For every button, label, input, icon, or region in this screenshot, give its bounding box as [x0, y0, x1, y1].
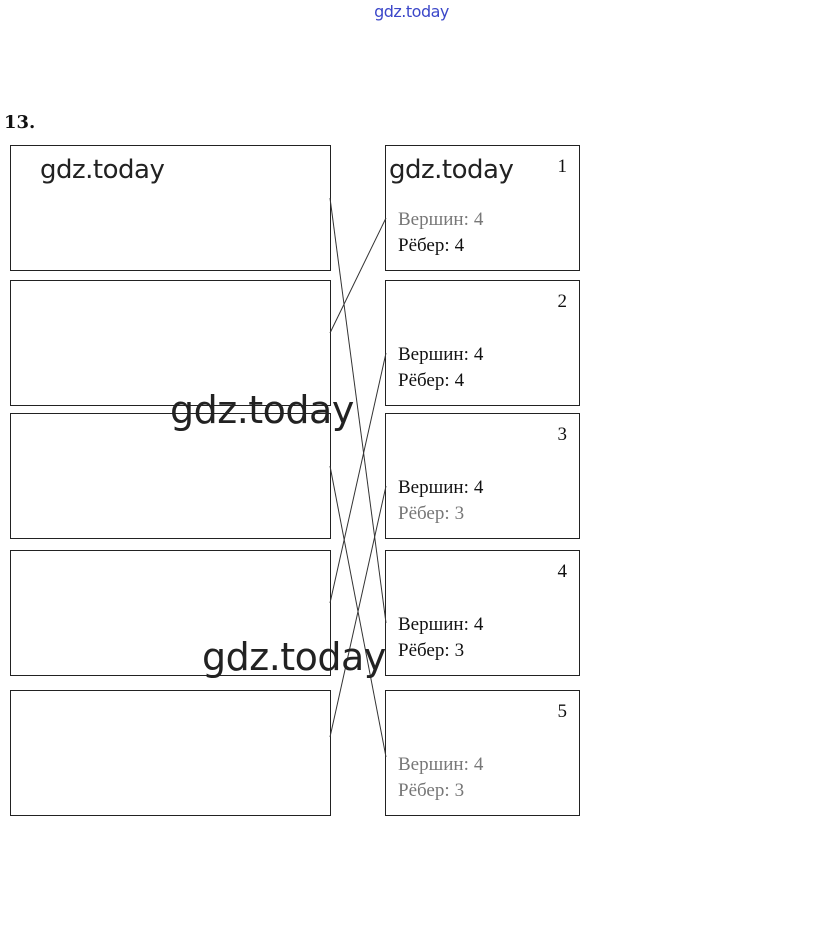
box-number: 1 — [557, 156, 568, 177]
left-box-4 — [10, 550, 331, 676]
connector-line-2 — [329, 217, 387, 334]
watermark: gdz.today — [40, 155, 165, 185]
left-box-5 — [10, 690, 331, 816]
left-box-1 — [10, 145, 331, 271]
vertices-line: Вершин:4 — [398, 344, 484, 365]
vertices-line: Вершин:4 — [398, 209, 484, 230]
edges-line: Рёбер:3 — [398, 780, 465, 801]
watermark: gdz.today — [170, 388, 354, 432]
left-box-3 — [10, 413, 331, 539]
box-number: 3 — [557, 424, 568, 445]
edges-line: Рёбер:4 — [398, 370, 465, 391]
box-number: 4 — [557, 561, 568, 582]
edges-line: Рёбер:3 — [398, 640, 465, 661]
right-box-4: 4 Вершин:4 Рёбер:3 — [385, 550, 580, 676]
connector-line-5 — [329, 485, 387, 738]
box-number: 5 — [557, 701, 568, 722]
right-box-2: 2 Вершин:4 Рёбер:4 — [385, 280, 580, 406]
right-box-1: 1 Вершин:4 Рёбер:4 — [385, 145, 580, 271]
watermark: gdz.today — [202, 635, 386, 679]
right-box-5: 5 Вершин:4 Рёбер:3 — [385, 690, 580, 816]
watermark: gdz.today — [389, 155, 514, 185]
right-box-3: 3 Вершин:4 Рёбер:3 — [385, 413, 580, 539]
vertices-line: Вершин:4 — [398, 614, 484, 635]
connector-line-3 — [329, 465, 387, 758]
site-header: gdz.today — [374, 2, 449, 21]
edges-line: Рёбер:4 — [398, 235, 465, 256]
task-number: 13. — [4, 112, 36, 133]
box-number: 2 — [557, 291, 568, 312]
left-box-2 — [10, 280, 331, 406]
edges-line: Рёбер:3 — [398, 503, 465, 524]
vertices-line: Вершин:4 — [398, 477, 484, 498]
vertices-line: Вершин:4 — [398, 754, 484, 775]
